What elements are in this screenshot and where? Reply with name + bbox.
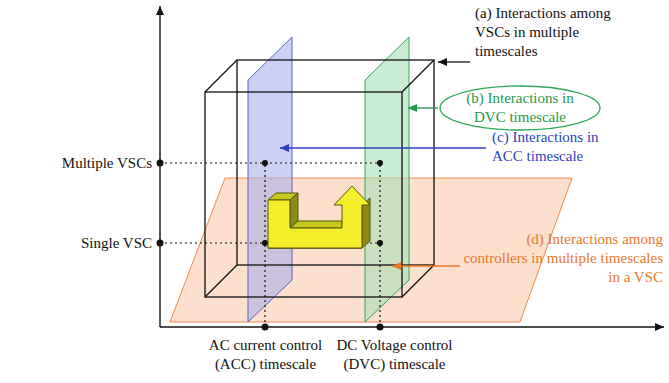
axis-label: Single VSC bbox=[30, 234, 152, 253]
axis-label: AC current control (ACC) timescale bbox=[198, 336, 333, 374]
cube bbox=[205, 60, 434, 297]
callout-label: (c) Interactions in ACC timescale bbox=[492, 128, 602, 166]
callout-arrow bbox=[280, 147, 486, 148]
callout-text: (b) Interactions in DVC timescale bbox=[455, 89, 585, 127]
callout-ellipse: (b) Interactions in DVC timescale bbox=[439, 85, 601, 131]
x-axis bbox=[160, 326, 664, 327]
guide-lines bbox=[160, 163, 380, 327]
callout-label: (d) Interactions among controllers in mu… bbox=[463, 230, 663, 287]
axis-label: Multiple VSCs bbox=[30, 154, 152, 173]
acc-plane bbox=[248, 37, 292, 322]
axis-dots bbox=[157, 160, 384, 331]
axis-label: DC Voltage control (DVC) timescale bbox=[327, 336, 462, 374]
callout-arrow bbox=[408, 107, 438, 108]
callout-arrow bbox=[438, 61, 470, 62]
u-arrow bbox=[268, 186, 370, 248]
callout-label: (a) Interactions among VSCs in multiple … bbox=[475, 4, 640, 61]
callout-arrow bbox=[392, 265, 460, 266]
